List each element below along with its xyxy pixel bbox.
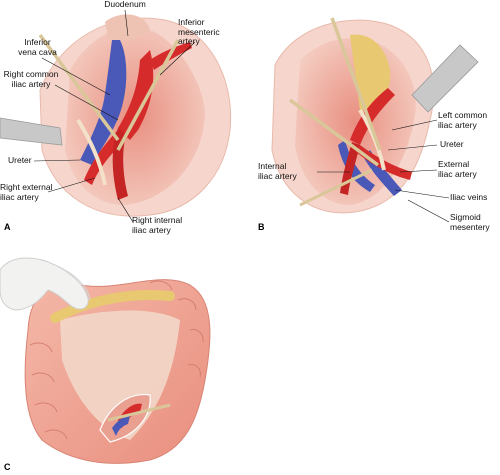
gloved-hand bbox=[0, 257, 89, 311]
retractor-a bbox=[0, 117, 63, 146]
instrument-right bbox=[116, 39, 180, 151]
label-inferior-mesenteric-artery: Inferior mesenteric artery bbox=[178, 17, 220, 46]
panel-a-illustration bbox=[0, 14, 232, 217]
panel-c-illustration bbox=[0, 257, 211, 464]
left-common-iliac-shape bbox=[350, 88, 395, 145]
retractor-b bbox=[411, 44, 479, 113]
instrument-b-2 bbox=[288, 98, 380, 167]
label-inferior-vena-cava: Inferior vena cava bbox=[18, 37, 57, 57]
panel-label-b: B bbox=[258, 222, 265, 232]
mesentery-shape bbox=[60, 310, 180, 440]
right-internal-iliac-shape bbox=[112, 128, 128, 200]
instrument-b-3 bbox=[299, 168, 373, 207]
panel-label-c: C bbox=[4, 462, 11, 472]
label-ureter-a: Ureter bbox=[8, 155, 32, 165]
label-iliac-veins: Iliac veins bbox=[450, 192, 488, 202]
panel-label-a: A bbox=[4, 222, 11, 232]
panel-a-leaders bbox=[33, 9, 196, 223]
label-right-external-iliac-artery: Right external iliac artery bbox=[0, 182, 53, 202]
label-external-iliac-artery: External iliac artery bbox=[438, 159, 477, 179]
aorta-shape bbox=[118, 50, 154, 140]
label-internal-iliac-artery: Internal iliac artery bbox=[258, 161, 297, 181]
instrument-c bbox=[107, 403, 171, 422]
ureter-shape bbox=[76, 118, 107, 186]
label-right-internal-iliac-artery: Right internal iliac artery bbox=[132, 215, 183, 235]
ivc-shape bbox=[80, 40, 127, 165]
label-ureter-b: Ureter bbox=[440, 139, 464, 149]
instrument-left bbox=[38, 33, 120, 142]
label-right-common-iliac-artery: Right common iliac artery bbox=[3, 69, 59, 89]
label-duodenum: Duodenum bbox=[104, 0, 146, 9]
label-sigmoid-mesentery: Sigmoid mesentery bbox=[450, 212, 490, 232]
panel-b-illustration bbox=[271, 17, 479, 214]
instrument-b-1 bbox=[330, 17, 382, 151]
panel-b-leaders bbox=[317, 119, 450, 223]
label-left-common-iliac-artery: Left common iliac artery bbox=[438, 110, 488, 130]
duodenum-shape bbox=[105, 14, 150, 41]
fat-band-c bbox=[50, 289, 175, 323]
